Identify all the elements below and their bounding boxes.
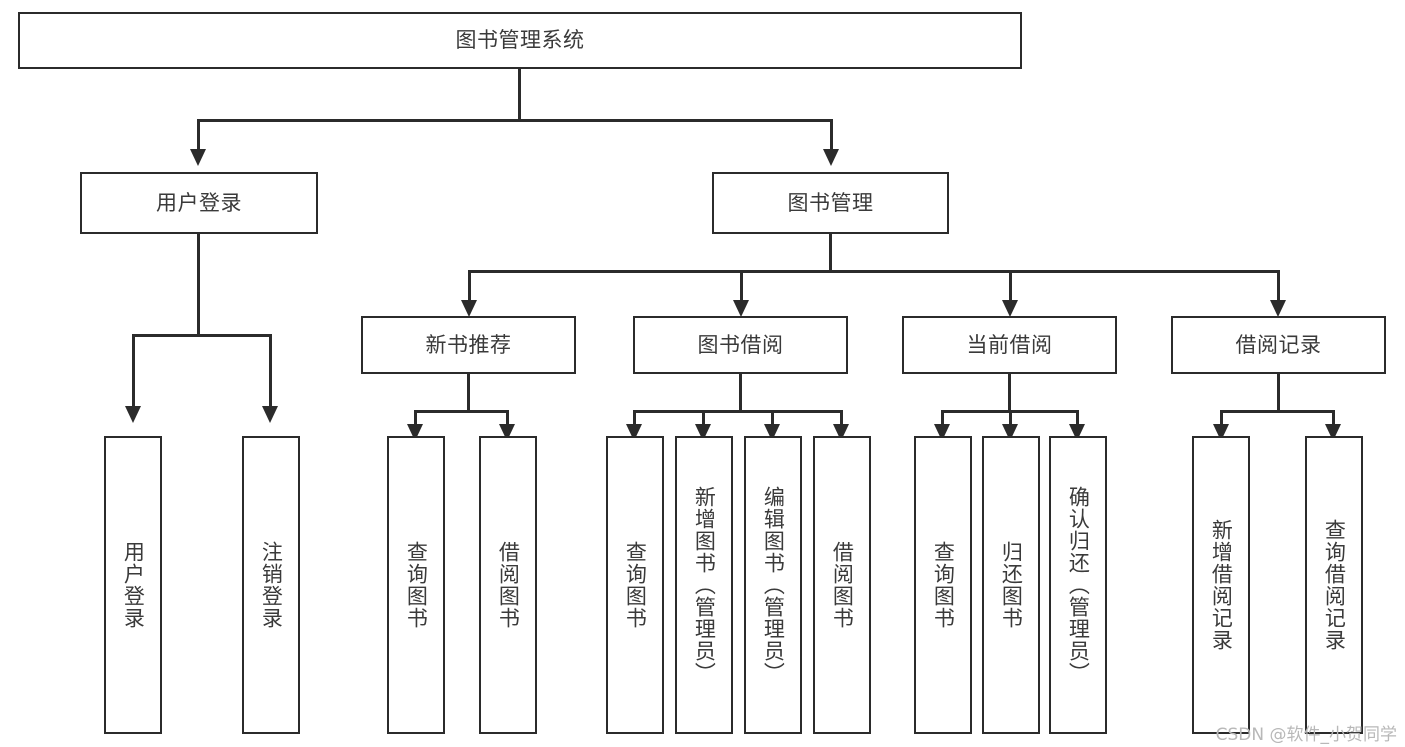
arrow-bm-to-l3-2 [733, 300, 749, 317]
node-current-borrow[interactable]: 当前借阅 [902, 316, 1117, 374]
connector-nbr-to-leaf-2 [506, 410, 509, 428]
node-label: 注销登录 [259, 541, 284, 629]
node-label: 用户登录 [121, 541, 146, 629]
node-label: 借阅图书 [496, 541, 521, 629]
node-label: 确认归还（管理员） [1066, 486, 1091, 684]
connector-root-to-user-login [197, 119, 200, 151]
connector-bb-stem [739, 374, 742, 412]
arrow-user-login-to-leaf-2 [262, 406, 278, 423]
connector-bm-to-l3-4 [1277, 270, 1280, 302]
node-book-management[interactable]: 图书管理 [712, 172, 949, 234]
leaf-logout[interactable]: 注销登录 [242, 436, 300, 734]
node-label: 查询图书 [623, 541, 648, 629]
arrow-bm-to-l3-4 [1270, 300, 1286, 317]
leaf-br-query-record[interactable]: 查询借阅记录 [1305, 436, 1363, 734]
connector-bb-bar [633, 410, 843, 413]
leaf-cb-query-books[interactable]: 查询图书 [914, 436, 972, 734]
leaf-user-login[interactable]: 用户登录 [104, 436, 162, 734]
connector-bm-to-l3-2 [740, 270, 743, 302]
node-label: 图书管理系统 [455, 28, 585, 53]
node-root-book-management-system[interactable]: 图书管理系统 [18, 12, 1022, 69]
node-label: 新书推荐 [425, 332, 512, 357]
arrow-bm-to-l3-1 [461, 300, 477, 317]
connector-cb-to-leaf-2 [1009, 410, 1012, 428]
connector-user-login-bar [132, 334, 271, 337]
connector-bb-to-leaf-4 [840, 410, 843, 428]
connector-bb-to-leaf-3 [771, 410, 774, 428]
leaf-br-add-record[interactable]: 新增借阅记录 [1192, 436, 1250, 734]
node-label: 当前借阅 [966, 332, 1053, 357]
connector-br-stem [1277, 374, 1280, 412]
arrow-root-to-user-login [190, 149, 206, 166]
node-label: 新增图书（管理员） [692, 486, 717, 684]
connector-book-management-stem [829, 234, 832, 272]
node-label: 借阅记录 [1235, 332, 1322, 357]
node-book-borrow[interactable]: 图书借阅 [633, 316, 848, 374]
node-label: 新增借阅记录 [1209, 519, 1234, 651]
node-label: 借阅图书 [830, 541, 855, 629]
connector-root-to-book-management [830, 119, 833, 151]
connector-nbr-bar [414, 410, 509, 413]
connector-user-login-to-leaf-2 [269, 334, 272, 408]
connector-bb-to-leaf-2 [702, 410, 705, 428]
connector-br-bar [1220, 410, 1335, 413]
connector-br-to-leaf-1 [1220, 410, 1223, 428]
node-label: 查询借阅记录 [1322, 519, 1347, 651]
connector-nbr-to-leaf-1 [414, 410, 417, 428]
connector-cb-to-leaf-3 [1076, 410, 1079, 428]
node-new-book-recommend[interactable]: 新书推荐 [361, 316, 576, 374]
connector-user-login-to-leaf-1 [132, 334, 135, 408]
connector-cb-stem [1008, 374, 1011, 412]
arrow-bm-to-l3-3 [1002, 300, 1018, 317]
connector-cb-to-leaf-1 [941, 410, 944, 428]
arrow-user-login-to-leaf-1 [125, 406, 141, 423]
leaf-cb-confirm-return-admin[interactable]: 确认归还（管理员） [1049, 436, 1107, 734]
arrow-root-to-book-management [823, 149, 839, 166]
node-label: 归还图书 [999, 541, 1024, 629]
leaf-bb-query-books[interactable]: 查询图书 [606, 436, 664, 734]
node-label: 图书管理 [787, 190, 874, 215]
node-label: 编辑图书（管理员） [761, 486, 786, 684]
node-label: 查询图书 [931, 541, 956, 629]
leaf-nbr-borrow-books[interactable]: 借阅图书 [479, 436, 537, 734]
leaf-cb-return-books[interactable]: 归还图书 [982, 436, 1040, 734]
connector-bb-to-leaf-1 [633, 410, 636, 428]
leaf-bb-edit-book-admin[interactable]: 编辑图书（管理员） [744, 436, 802, 734]
node-borrow-record[interactable]: 借阅记录 [1171, 316, 1386, 374]
leaf-nbr-query-books[interactable]: 查询图书 [387, 436, 445, 734]
node-label: 图书借阅 [697, 332, 784, 357]
node-user-login[interactable]: 用户登录 [80, 172, 318, 234]
node-label: 用户登录 [156, 190, 242, 215]
leaf-bb-add-book-admin[interactable]: 新增图书（管理员） [675, 436, 733, 734]
connector-root-bar [197, 119, 833, 122]
connector-user-login-stem [197, 234, 200, 336]
connector-bm-to-l3-1 [468, 270, 471, 302]
connector-bm-to-l3-3 [1009, 270, 1012, 302]
leaf-bb-borrow-books[interactable]: 借阅图书 [813, 436, 871, 734]
connector-nbr-stem [467, 374, 470, 412]
connector-book-management-bar [468, 270, 1280, 273]
node-label: 查询图书 [404, 541, 429, 629]
connector-br-to-leaf-2 [1332, 410, 1335, 428]
connector-root-stem [518, 69, 521, 121]
